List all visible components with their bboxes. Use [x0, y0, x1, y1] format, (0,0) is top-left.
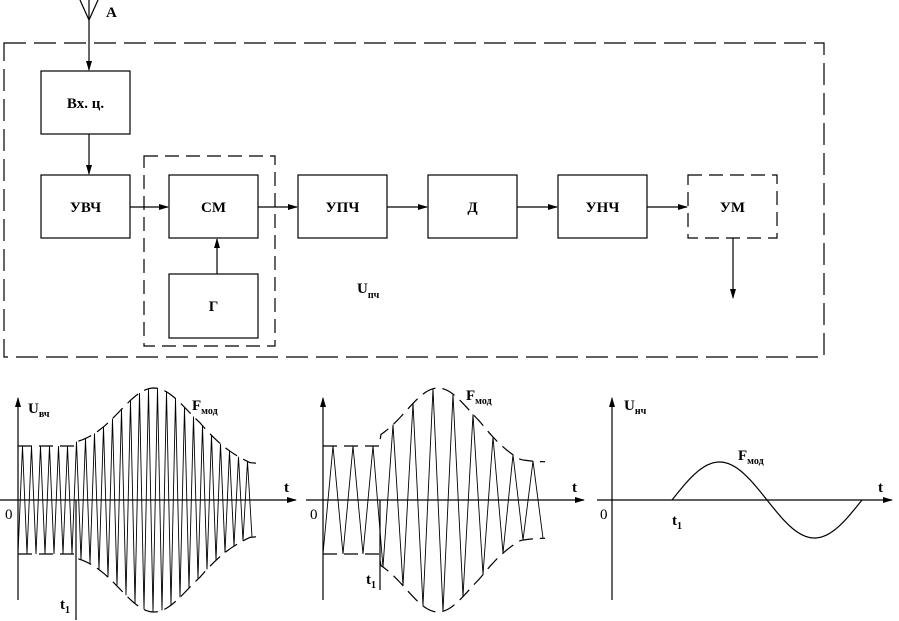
plot1-y-label: Uвч — [28, 401, 50, 420]
plot-if: Fмод t 0 t1 — [306, 387, 585, 613]
plot2-envelope-bottom — [323, 537, 546, 613]
plot3-y-label: Uнч — [624, 398, 647, 417]
plot1-t1-label: t1 — [60, 597, 70, 616]
block-if-amp-label: УПЧ — [326, 200, 360, 216]
antenna-icon — [79, 0, 99, 21]
plot1-origin-label: 0 — [5, 507, 13, 523]
plot3-curve-label: Fмод — [738, 448, 764, 467]
plot-rf: Uвч Fмод t 0 t1 — [0, 387, 297, 620]
plot1-carrier-wave — [17, 388, 253, 613]
plot3-t1-label: t1 — [672, 513, 682, 532]
plot3-lf-curve — [671, 461, 863, 539]
block-rf-amp-label: УВЧ — [70, 200, 101, 216]
plot2-envelope-label: Fмод — [466, 388, 492, 407]
plot3-x-label: t — [878, 480, 883, 496]
block-lf-amp-label: УНЧ — [586, 200, 620, 216]
block-power-amp-label: УМ — [720, 200, 745, 216]
plot1-envelope-top — [18, 387, 257, 464]
block-detector-label: Д — [467, 200, 478, 216]
converter-frame — [143, 155, 276, 347]
block-oscillator-label: Г — [209, 299, 219, 315]
plot2-origin-label: 0 — [310, 507, 318, 523]
plot1-envelope-label: Fмод — [192, 398, 218, 417]
if-signal-label: Uпч — [357, 281, 380, 301]
plot2-t1-label: t1 — [366, 572, 376, 591]
plot-lf: Uнч Fмод t 0 t1 — [597, 397, 893, 600]
block-oscillator — [168, 273, 259, 339]
block-mixer-label: СМ — [201, 200, 226, 216]
plot3-origin-label: 0 — [600, 507, 608, 523]
receiver-frame — [3, 42, 825, 358]
block-input-label: Вх. ц. — [67, 96, 104, 112]
block-input-circuit — [40, 70, 131, 135]
plot2-x-label: t — [572, 480, 577, 496]
antenna-label: А — [106, 5, 117, 21]
plot2-if-wave — [322, 388, 544, 612]
plot1-x-label: t — [284, 480, 289, 496]
plot2-envelope-top — [323, 387, 546, 463]
